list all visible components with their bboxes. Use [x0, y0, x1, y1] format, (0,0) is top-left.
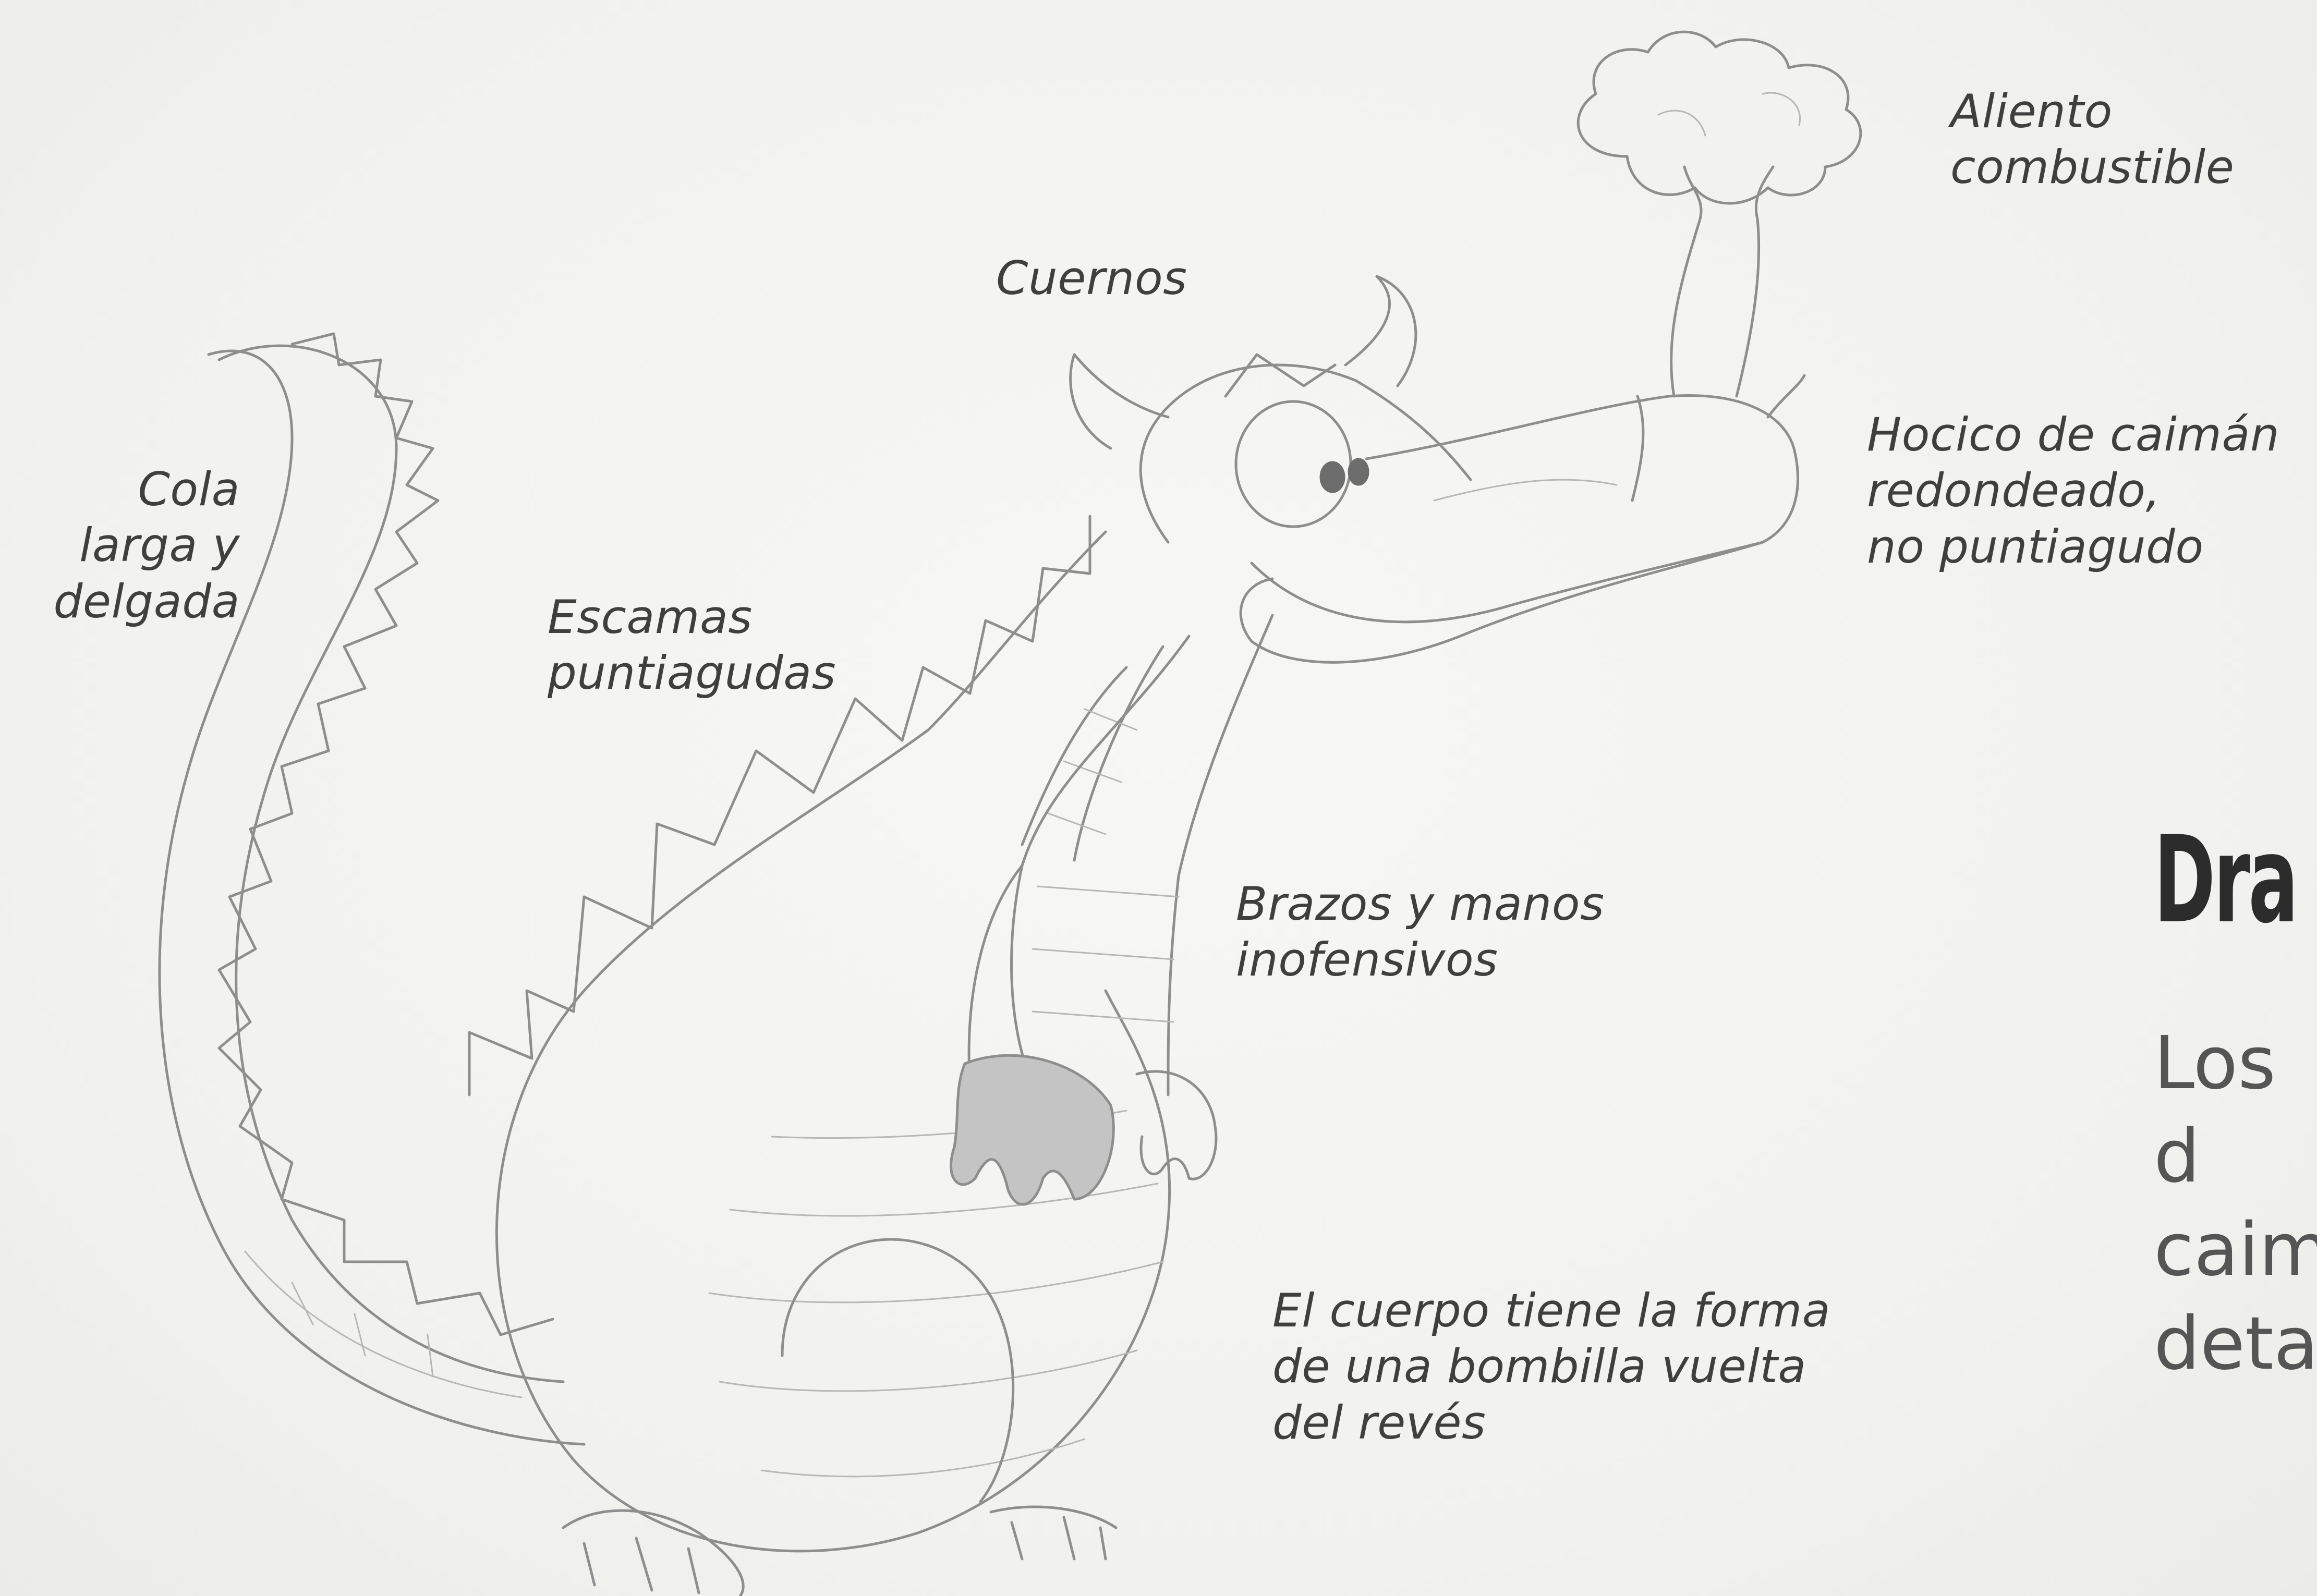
dragon-body	[495, 530, 1171, 1596]
label-body: El cuerpo tiene la forma de una bombilla…	[1272, 1284, 1831, 1449]
label-scales: Escamas puntiagudas	[548, 590, 836, 700]
dragon-neck	[1010, 614, 1274, 1097]
dragon-tail	[158, 332, 586, 1446]
breath-smoke-cloud	[1576, 30, 1862, 398]
section-heading: Dra	[2154, 811, 2298, 950]
dragon-head	[1069, 275, 1806, 664]
label-horns: Cuernos	[996, 251, 1187, 305]
label-breath: Aliento combustible	[1950, 84, 2235, 194]
section-body: Los d caim detal	[2154, 1021, 2317, 1386]
label-arms: Brazos y manos inofensivos	[1236, 877, 1605, 987]
dragon-arm-hands	[950, 864, 1218, 1206]
dragon-back-spikes	[468, 515, 1091, 1097]
label-snout: Hocico de caimán redondeado, no puntiagu…	[1867, 408, 2280, 574]
label-tail: Cola larga y delgada	[53, 462, 240, 628]
